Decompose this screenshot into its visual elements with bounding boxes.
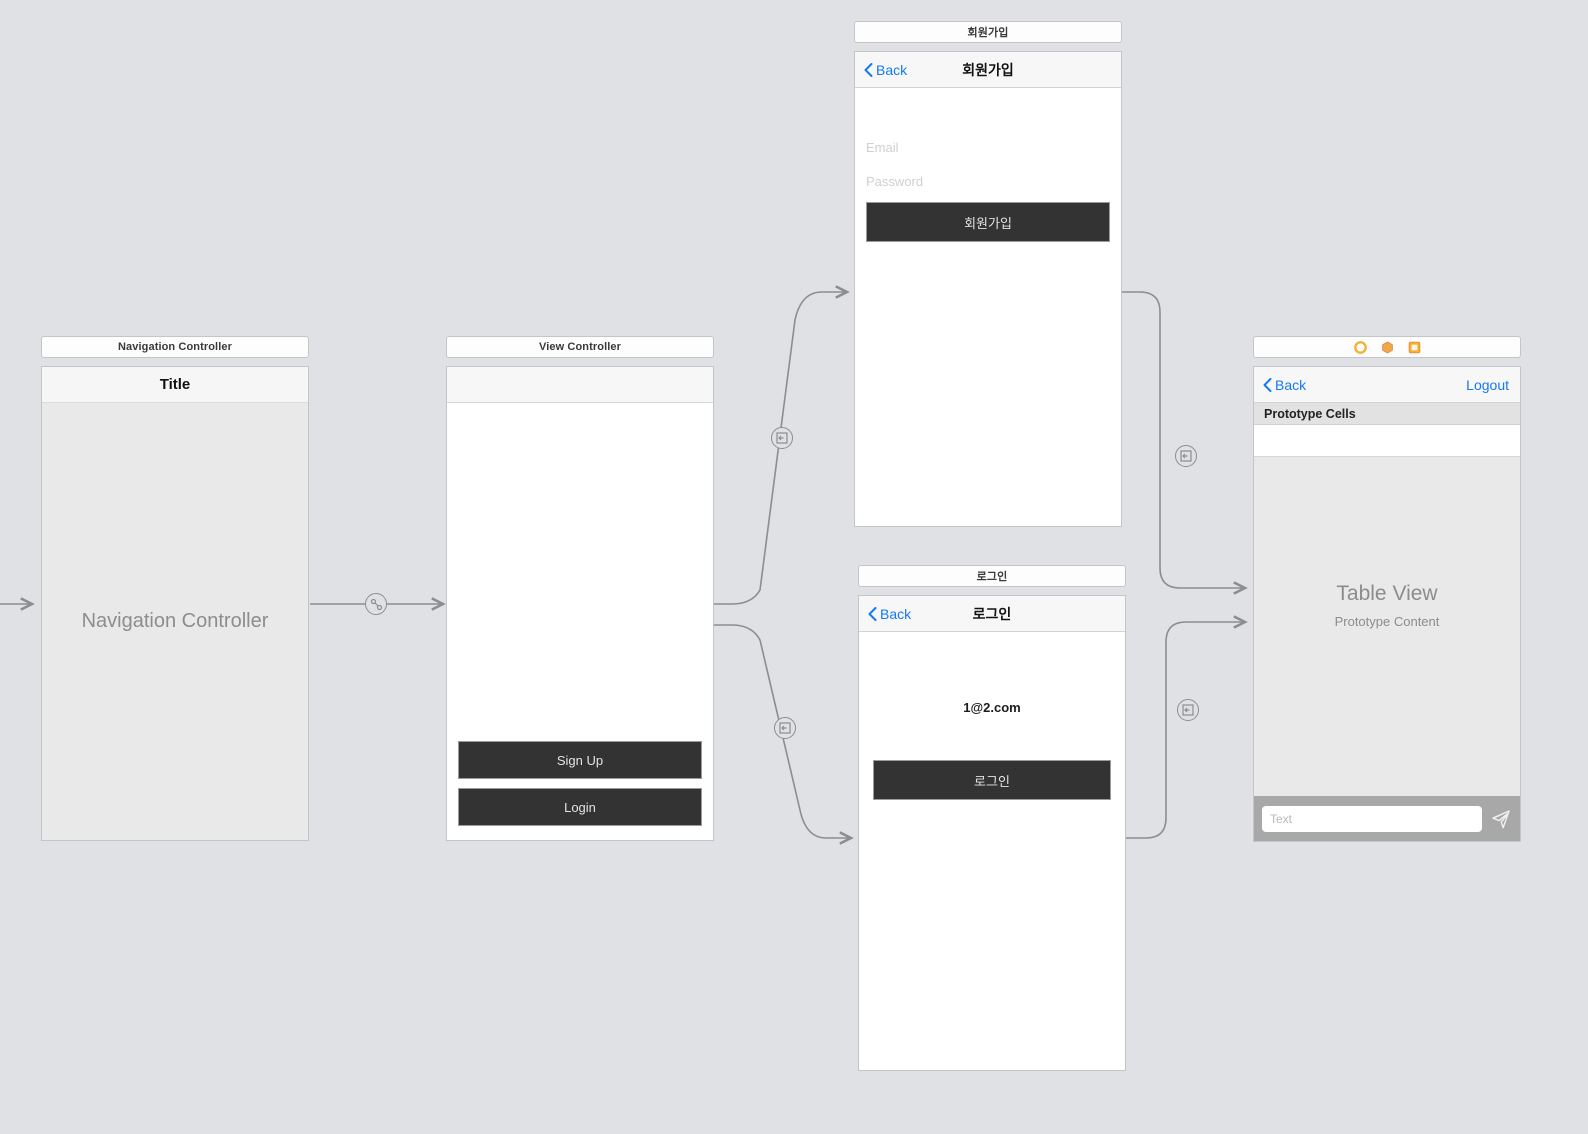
table-view-placeholder-subtitle: Prototype Content [1334, 614, 1440, 629]
exit-icon[interactable] [1408, 341, 1421, 354]
navigation-bar-title: Title [42, 367, 308, 403]
scene-dock-view-controller[interactable]: View Controller [446, 336, 714, 358]
show-segue-glyph [1182, 704, 1194, 716]
table-view-placeholder: Table View Prototype Content [1254, 457, 1520, 796]
show-segue-glyph [1180, 450, 1192, 462]
login-content: 1@2.com 로그인 [859, 632, 1125, 1070]
logout-button[interactable]: Logout [1466, 376, 1509, 393]
show-segue-glyph [779, 722, 791, 734]
scene-dock-signup[interactable]: 회원가입 [854, 21, 1122, 43]
login-back-label: Back [880, 605, 912, 622]
relationship-segue-icon[interactable] [365, 593, 387, 615]
view-controller-device[interactable]: Sign Up Login [446, 366, 714, 841]
signup-back-button[interactable]: Back [864, 62, 907, 78]
first-responder-icon[interactable] [1381, 340, 1394, 354]
view-controller-icon[interactable] [1353, 340, 1367, 354]
table-view-device[interactable]: Back Logout Prototype Cells Table View P… [1253, 366, 1521, 842]
table-view-navbar: Back Logout [1254, 367, 1520, 403]
signup-back-label: Back [876, 61, 908, 78]
show-segue-icon-login[interactable] [774, 717, 796, 739]
sign-up-button[interactable]: Sign Up [458, 741, 702, 779]
table-row[interactable] [1254, 425, 1520, 457]
signup-content: Email Password 회원가입 [855, 88, 1121, 526]
message-input[interactable]: Text [1262, 805, 1482, 832]
navigation-controller-device[interactable]: Title Navigation Controller [41, 366, 309, 841]
scene-dock-table-view[interactable] [1253, 336, 1521, 358]
login-button[interactable]: Login [458, 788, 702, 826]
password-field[interactable]: Password [866, 174, 924, 189]
login-navbar: Back 로그인 [859, 596, 1125, 632]
table-view-back-button[interactable]: Back [1263, 377, 1306, 393]
view-controller-content [447, 403, 713, 741]
message-toolbar: Text [1254, 796, 1520, 841]
show-segue-icon-signup[interactable] [771, 427, 793, 449]
show-segue-icon-signup-to-table[interactable] [1175, 445, 1197, 467]
signup-device[interactable]: Back 회원가입 Email Password 회원가입 [854, 51, 1122, 527]
scene-dock-navigation-controller[interactable]: Navigation Controller [41, 336, 309, 358]
chevron-left-icon [868, 606, 877, 621]
table-view-back-label: Back [1275, 376, 1307, 393]
relationship-glyph [370, 598, 382, 610]
login-back-button[interactable]: Back [868, 606, 911, 622]
navigation-controller-placeholder: Navigation Controller [42, 403, 308, 840]
table-view-placeholder-title: Table View [1336, 582, 1438, 605]
view-controller-button-stack: Sign Up Login [447, 741, 713, 840]
login-submit-button[interactable]: 로그인 [873, 760, 1111, 800]
chevron-left-icon [864, 62, 873, 77]
signup-submit-button[interactable]: 회원가입 [866, 202, 1110, 242]
login-device[interactable]: Back 로그인 1@2.com 로그인 [858, 595, 1126, 1071]
signup-navbar: Back 회원가입 [855, 52, 1121, 88]
email-field[interactable]: Email [866, 140, 899, 155]
show-segue-icon-login-to-table[interactable] [1177, 699, 1199, 721]
chevron-left-icon [1263, 377, 1272, 392]
prototype-cells-header: Prototype Cells [1254, 403, 1520, 425]
show-segue-glyph [776, 432, 788, 444]
view-controller-navbar [447, 367, 713, 403]
login-email-value: 1@2.com [963, 700, 1021, 715]
send-paper-plane-icon[interactable] [1490, 808, 1512, 830]
scene-dock-login[interactable]: 로그인 [858, 565, 1126, 587]
